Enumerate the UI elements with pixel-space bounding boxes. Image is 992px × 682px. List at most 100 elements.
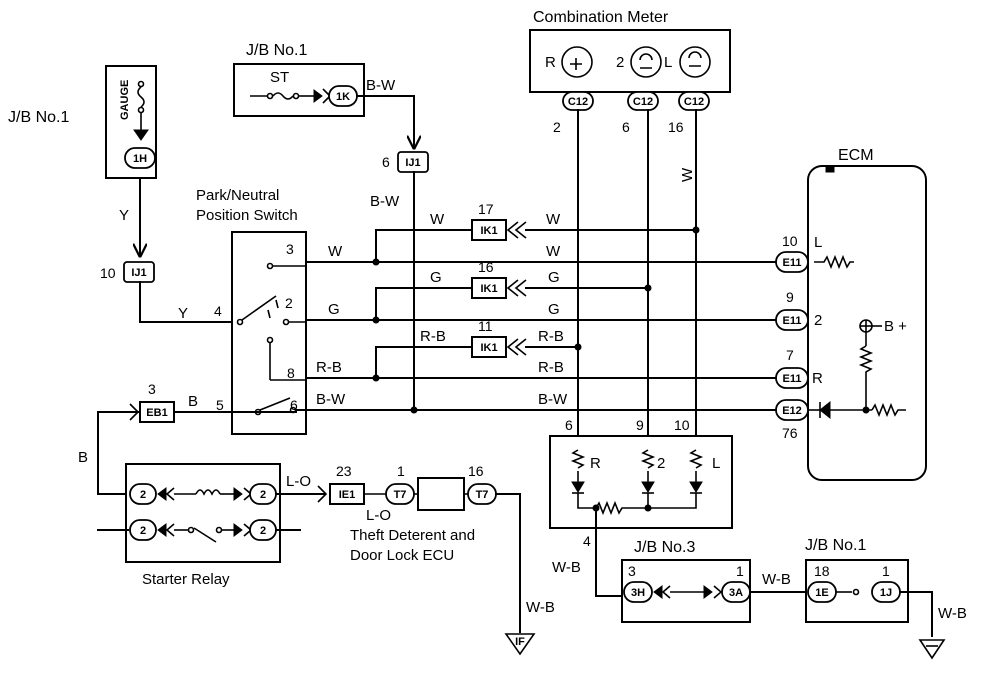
ij1-left-pin: 10 [100,265,116,281]
t7-b-label: T7 [476,489,489,501]
e11-w-label: E11 [783,257,802,269]
eb1-label: EB1 [146,407,167,419]
relay-coil-icon [195,489,221,496]
lo-top-wire-label: L-O [286,473,311,490]
y-top-wire-label: Y [119,207,129,224]
jb-3h-label: 3H [631,587,645,599]
bw-sw-wire-label: B-W [316,391,346,408]
sw-pin-2: 2 [285,295,293,311]
indicator-resistor-block: 6 9 10 R 2 L 4 [549,417,733,549]
jb-3h-connector [623,581,653,603]
ik1-rb-label: IK1 [480,342,497,354]
diode-l-icon [689,481,703,493]
ecm-pin-l: L [814,234,822,251]
ik1-rb-pin: 11 [478,318,493,334]
sw-pin-8: 8 [287,365,295,381]
ecm: ECM E11 10 L E11 9 2 E11 7 R E12 76 B + [775,147,927,481]
theft-deterent-ecu: 23 IE1 1 T7 16 T7 L-O Theft Deterent and… [329,463,497,564]
c12-l-pin: 16 [668,119,684,135]
combination-meter-box [529,29,731,93]
c12-connector-l-label: C12 [684,96,704,108]
eb1-pin: 3 [148,381,156,397]
ecm-resistor-e12-icon [871,402,906,418]
t7-b-pin: 16 [468,463,484,479]
res-l-label: L [712,455,720,472]
g-right-wire-label: G [548,269,560,286]
rb-sw-wire-label: R-B [316,359,342,376]
e11-rb-label: E11 [783,373,802,385]
e11-rb-pin: 7 [786,347,794,363]
ij1-top-label: IJ1 [405,157,420,169]
diode-r-icon [571,481,585,493]
pnp-switch-title-1: Park/Neutral [196,187,279,204]
jb-no1-top-title: J/B No.1 [246,42,307,59]
jb-3a-label: 3A [729,587,743,599]
gauge-fuse-icon [137,86,145,108]
c12-r-pin: 2 [553,119,561,135]
jb3-pin-3: 3 [628,563,636,579]
jb-no3: J/B No.3 3 1 3H 3A [621,539,751,623]
diode-2-icon [641,481,655,493]
e11-connector-w [775,251,809,273]
ecm-pin-2: 2 [814,312,822,329]
wb-ground2-wire-label: W-B [938,605,967,622]
b-left-wire-label: B [78,449,88,466]
res-2-label: 2 [657,455,665,472]
fuse-icon [272,92,294,100]
relay-connector-c [129,519,157,541]
g-left-wire-label: G [430,269,442,286]
res-l-icon [688,449,704,469]
jb-no1-left-title: J/B No.1 [8,109,69,126]
starter-relay-title: Starter Relay [142,571,230,588]
ie1-label: IE1 [339,489,356,501]
w-right-wire-label: W [546,211,561,228]
b-plus-label: B + [884,318,907,335]
lamp-l-label: L [664,54,672,71]
relay-b-label: 2 [260,489,266,501]
lamp-2-label: 2 [616,54,624,71]
jb-1h-label: 1H [133,153,147,165]
sw-pin-4: 4 [214,303,222,319]
bw-mid-wire-label: B-W [538,391,568,408]
lamp-r-label: R [545,54,556,71]
ie1-pin: 23 [336,463,352,479]
meter-w-wire-label: W [679,167,696,182]
res-pin-9: 9 [636,417,644,433]
c12-2-pin: 6 [622,119,630,135]
lamp-l-icon [679,46,711,78]
res-common-icon [595,500,634,516]
w-mid-wire-label: W [546,243,561,260]
ik1-w-pin: 17 [478,201,494,217]
c12-connector-2-label: C12 [633,96,653,108]
relay-contact-icon [193,527,217,543]
e12-pin: 76 [782,425,798,441]
c12-connector-l [678,91,710,111]
relay-connector-a [129,483,157,505]
pnp-switch: Park/Neutral Position Switch 3 2 8 4 5 6 [196,187,307,435]
sw-pin-5: 5 [216,397,224,413]
terminal-arrow-icon [313,89,323,103]
g-sw-wire-label: G [328,301,340,318]
ground-symbol-icon [918,639,946,660]
ecm-box [807,165,927,481]
wb-jb-wire-label: W-B [762,571,791,588]
c12-connector-2 [627,91,659,111]
ecm-pin-r: R [812,370,823,387]
b-eb1-wire-label: B [188,393,198,410]
combination-meter: Combination Meter R 2 L C12 C12 C12 2 6 … [529,9,731,182]
combination-meter-title: Combination Meter [533,9,669,26]
starter-relay-box [125,463,281,563]
jb-no1-left: J/B No.1 GAUGE 1H [8,65,157,179]
e11-connector-g [775,309,809,331]
sw-pin-3: 3 [286,241,294,257]
res-pin-4: 4 [583,533,591,549]
wb-res-wire-label: W-B [552,559,581,576]
bw-vert-wire-label: B-W [370,193,400,210]
e11-g-label: E11 [783,315,802,327]
relay-c-label: 2 [140,525,146,537]
ground-if-label: IF [515,636,525,648]
ij1-left-label: IJ1 [131,267,146,279]
eb1-connector [139,401,175,423]
st-label: ST [270,69,289,86]
theft-ecu-title-1: Theft Deterent and [350,527,475,544]
